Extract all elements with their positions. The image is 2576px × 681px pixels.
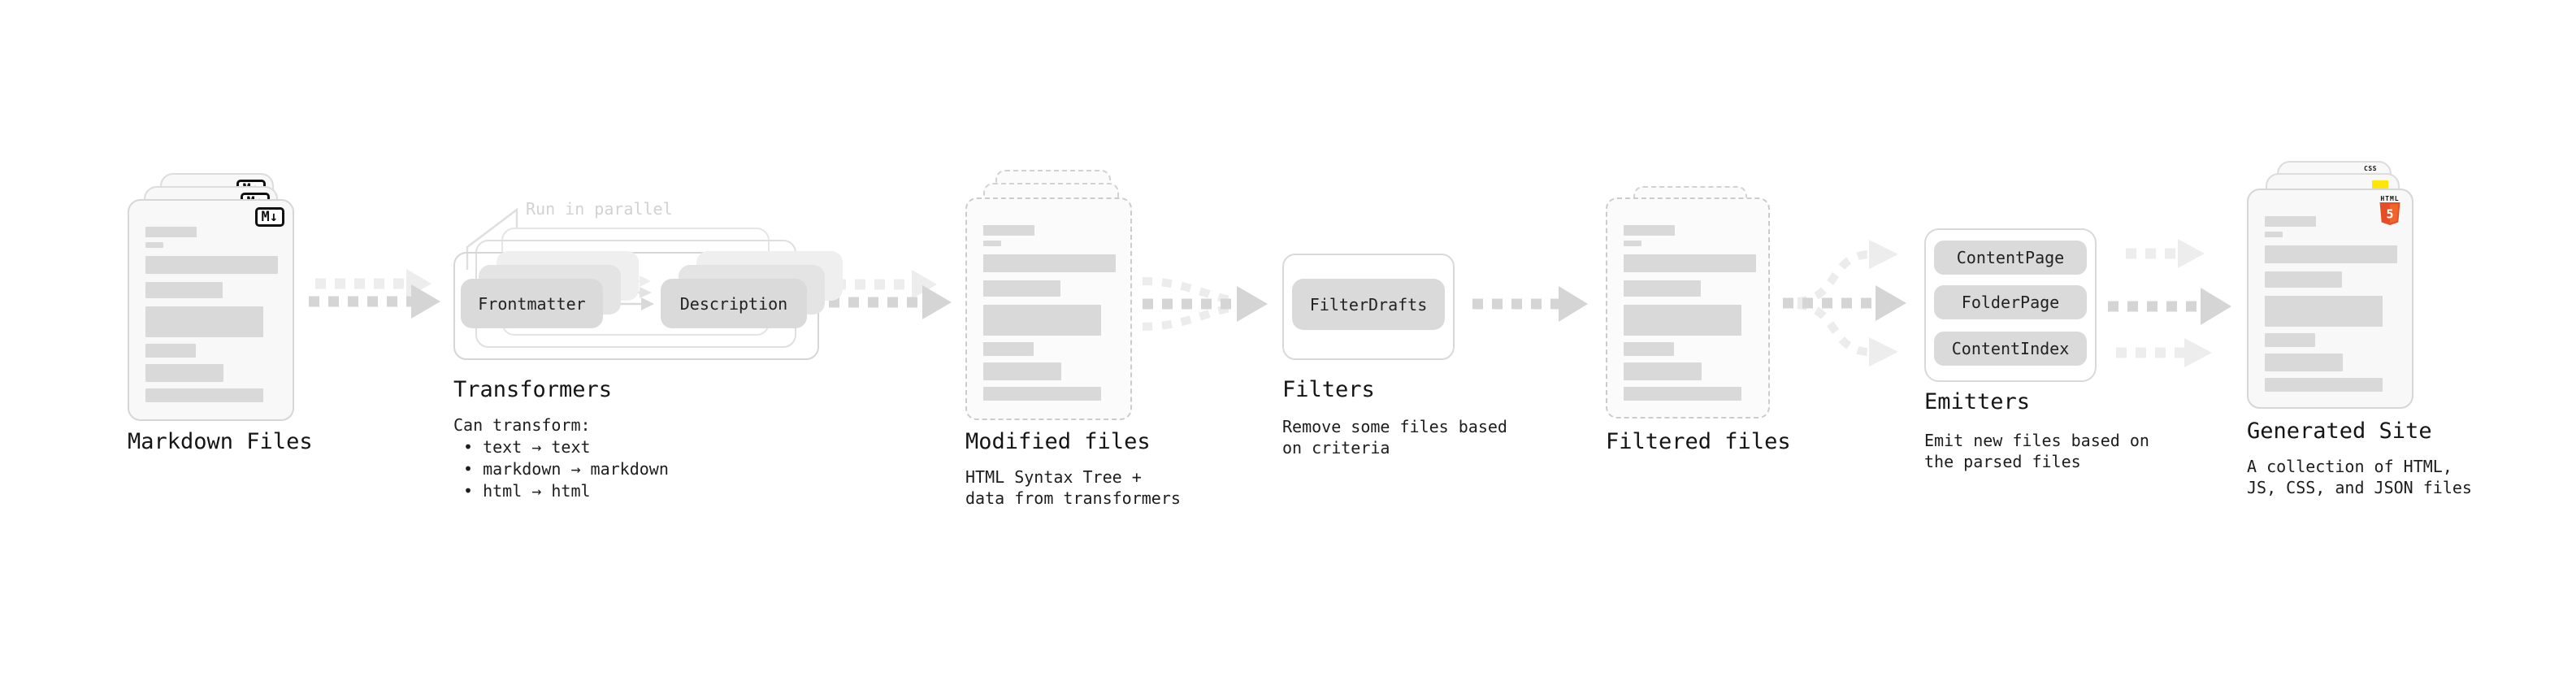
skeleton-bar xyxy=(983,225,1034,236)
stage-title-markdown-files: Markdown Files xyxy=(128,429,313,454)
description-line: on criteria xyxy=(1282,438,1390,458)
skeleton-bar xyxy=(145,388,263,402)
html5-icon-label: HTML xyxy=(2380,195,2400,202)
skeleton-bar xyxy=(983,241,1001,246)
stage-title-emitters: Emitters xyxy=(1924,389,2031,414)
skeleton-bar xyxy=(1624,280,1701,297)
skeleton-bar xyxy=(145,227,197,237)
description-line: JS, CSS, and JSON files xyxy=(2247,478,2472,497)
skeleton-bar xyxy=(983,305,1101,336)
skeleton-bar xyxy=(983,342,1034,356)
stage-title-modified-files: Modified files xyxy=(965,429,1151,454)
folderpage-pill: FolderPage xyxy=(1934,285,2087,319)
description-line: Remove some files based xyxy=(1282,417,1507,436)
filtered-file-card xyxy=(1606,197,1770,419)
markdown-icon: M↓ xyxy=(254,207,284,227)
transformers-description: Can transform: • text → text • markdown … xyxy=(453,414,669,502)
skeleton-bar xyxy=(145,242,163,248)
skeleton-bar xyxy=(983,280,1060,297)
description-line: data from transformers xyxy=(965,488,1181,508)
modified-files-description: HTML Syntax Tree + data from transformer… xyxy=(965,466,1181,509)
description-line: the parsed files xyxy=(1924,452,2081,471)
markdown-file-card: M↓ xyxy=(128,199,294,421)
stage-title-filtered-files: Filtered files xyxy=(1606,429,1791,454)
skeleton-bar xyxy=(2265,378,2383,392)
run-in-parallel-annotation: Run in parallel xyxy=(526,199,673,219)
description-line: • markdown → markdown xyxy=(463,459,669,479)
skeleton-bar xyxy=(2265,216,2316,227)
stage-title-transformers: Transformers xyxy=(453,377,613,402)
skeleton-bar xyxy=(983,254,1116,272)
arrow-emitters-to-generated xyxy=(2108,239,2231,367)
skeleton-bar xyxy=(2265,333,2315,347)
arrow-filtered-to-emitters xyxy=(1783,240,1906,367)
skeleton-bar xyxy=(983,362,1061,380)
description-line: Can transform: xyxy=(453,415,591,435)
arrow-transformers-to-modified xyxy=(829,270,952,319)
skeleton-bar xyxy=(1624,241,1641,246)
contentindex-pill: ContentIndex xyxy=(1934,332,2087,366)
emitters-description: Emit new files based on the parsed files xyxy=(1924,430,2149,472)
generated-site-description: A collection of HTML, JS, CSS, and JSON … xyxy=(2247,456,2472,498)
generated-file-card-html: HTML 5 xyxy=(2247,189,2413,409)
skeleton-bar xyxy=(1624,387,1741,401)
description-line: Emit new files based on xyxy=(1924,431,2149,450)
skeleton-bar xyxy=(1624,225,1675,236)
description-line: • html → html xyxy=(463,481,591,501)
stage-title-generated-site: Generated Site xyxy=(2247,419,2432,444)
skeleton-bar xyxy=(145,282,223,298)
frontmatter-pill: Frontmatter xyxy=(461,279,603,328)
skeleton-bar xyxy=(2265,271,2342,288)
description-line: • text → text xyxy=(463,437,591,457)
html5-icon: HTML 5 xyxy=(2379,195,2401,229)
svg-text:5: 5 xyxy=(2386,207,2393,222)
description-line: A collection of HTML, xyxy=(2247,457,2452,476)
skeleton-bar xyxy=(2265,232,2283,237)
description-pill: Description xyxy=(661,279,807,328)
skeleton-bar xyxy=(983,387,1101,401)
modified-file-card xyxy=(965,197,1132,420)
description-line: HTML Syntax Tree + xyxy=(965,467,1142,487)
skeleton-bar xyxy=(1624,362,1702,380)
skeleton-bar xyxy=(2265,296,2383,327)
skeleton-bar xyxy=(1624,305,1741,336)
skeleton-bar xyxy=(145,256,278,274)
skeleton-bar xyxy=(1624,254,1756,272)
filterdrafts-pill: FilterDrafts xyxy=(1292,279,1445,330)
skeleton-bar xyxy=(2265,245,2397,263)
stage-title-filters: Filters xyxy=(1282,377,1375,402)
skeleton-bar xyxy=(145,344,196,358)
arrow-modified-to-filters xyxy=(1142,277,1268,331)
contentpage-pill: ContentPage xyxy=(1934,241,2087,275)
filters-description: Remove some files based on criteria xyxy=(1282,416,1507,458)
skeleton-bar xyxy=(1624,342,1674,356)
arrow-markdown-to-transformers xyxy=(309,269,440,319)
css-icon-label: CSS xyxy=(2364,165,2377,172)
skeleton-bar xyxy=(2265,354,2343,371)
skeleton-bar xyxy=(145,364,223,382)
html5-shield: 5 xyxy=(2379,202,2400,225)
skeleton-bar xyxy=(145,306,263,337)
js-icon xyxy=(2372,180,2388,189)
arrow-filters-to-filtered xyxy=(1472,286,1588,322)
